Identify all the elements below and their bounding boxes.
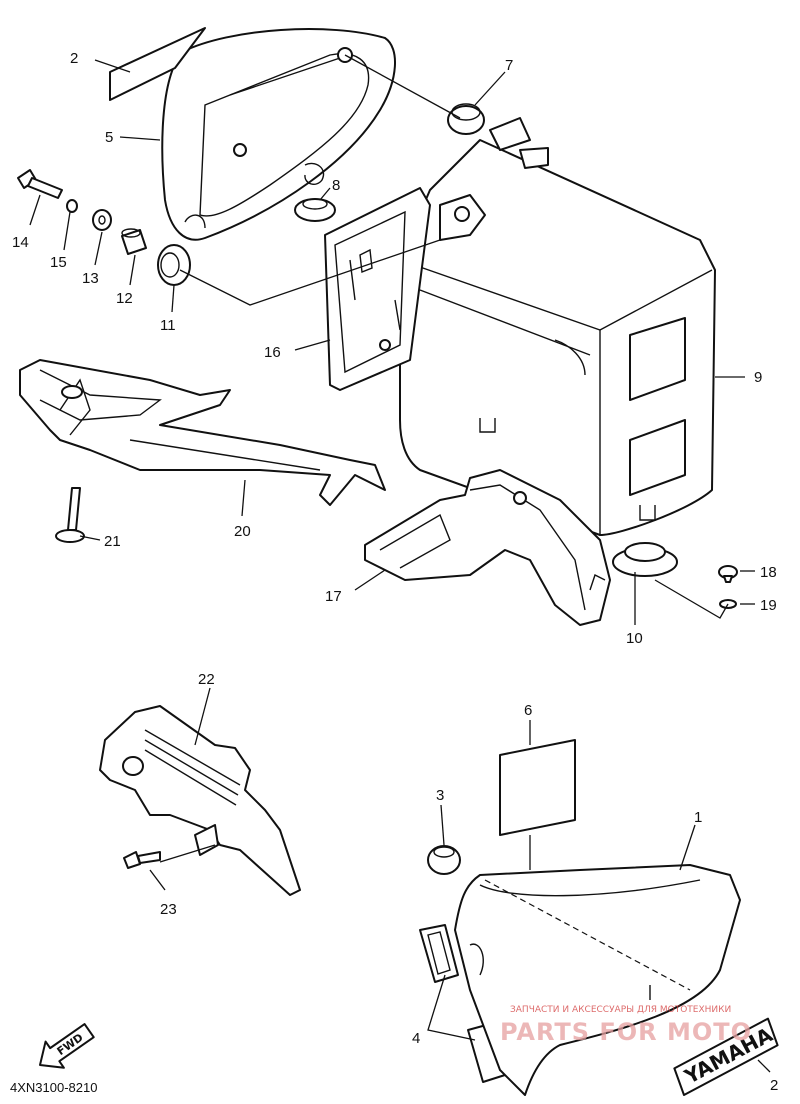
callout-3: 3	[436, 787, 444, 804]
watermark-logo: PARTS FOR MOTO	[500, 1018, 752, 1046]
callout-16: 16	[264, 344, 281, 361]
side-cover-upper	[161, 28, 396, 241]
screw-18	[718, 565, 738, 583]
screw-23	[123, 851, 161, 869]
callout-6: 6	[524, 702, 532, 719]
callout-8: 8	[332, 177, 340, 194]
label-plate-6	[499, 739, 576, 836]
callout-14: 14	[12, 234, 29, 251]
grommet-11	[157, 244, 191, 286]
callout-7: 7	[505, 57, 513, 74]
callout-4: 4	[412, 1030, 420, 1047]
side-cover-22	[99, 705, 301, 896]
callout-5: 5	[105, 129, 113, 146]
callout-12: 12	[116, 290, 133, 307]
bracket-panel-20	[19, 359, 386, 506]
bolt-21	[55, 487, 85, 543]
callout-17: 17	[325, 588, 342, 605]
callout-13: 13	[82, 270, 99, 287]
grommet-3	[427, 845, 461, 875]
lower-bracket-17	[364, 469, 611, 626]
callout-1: 1	[694, 809, 702, 826]
grommet-10	[612, 542, 678, 577]
bolt-14	[17, 169, 63, 199]
watermark-line1: ЗАПЧАСТИ И АКСЕССУАРЫ ДЛЯ МОТОТЕХНИКИ	[510, 1005, 731, 1015]
leader-lines	[29, 54, 771, 1073]
diagram-code: 4XN3100-8210	[10, 1080, 97, 1095]
callout-21: 21	[104, 533, 121, 550]
callout-labels: 2 5 7 8 14 15 13 12 11 16 9 20 21 17 10 …	[12, 50, 778, 1094]
damper-4a	[419, 924, 459, 983]
grommet-8	[294, 198, 336, 222]
fwd-arrow-icon: FWD	[39, 1023, 95, 1069]
watermark: ЗАПЧАСТИ И АКСЕССУАРЫ ДЛЯ МОТОТЕХНИКИ PA…	[500, 1005, 752, 1046]
callout-9: 9	[754, 369, 762, 386]
bracket-plate-16	[324, 187, 431, 391]
air-box-case-9	[399, 117, 716, 536]
callout-19: 19	[760, 597, 777, 614]
callout-18: 18	[760, 564, 777, 581]
collar-12	[121, 228, 147, 255]
decal-strip-upper	[109, 27, 206, 101]
callout-22: 22	[198, 671, 215, 688]
callout-10: 10	[626, 630, 643, 647]
callout-11: 11	[160, 317, 176, 334]
side-cover-1	[454, 864, 741, 1096]
callout-2-bottom: 2	[770, 1077, 778, 1094]
callout-2-top: 2	[70, 50, 78, 67]
spring-washer-15	[66, 199, 78, 213]
washer-13	[92, 209, 112, 231]
callout-23: 23	[160, 901, 177, 918]
callout-15: 15	[50, 254, 67, 271]
grommet-7	[447, 103, 485, 135]
callout-20: 20	[234, 523, 251, 540]
